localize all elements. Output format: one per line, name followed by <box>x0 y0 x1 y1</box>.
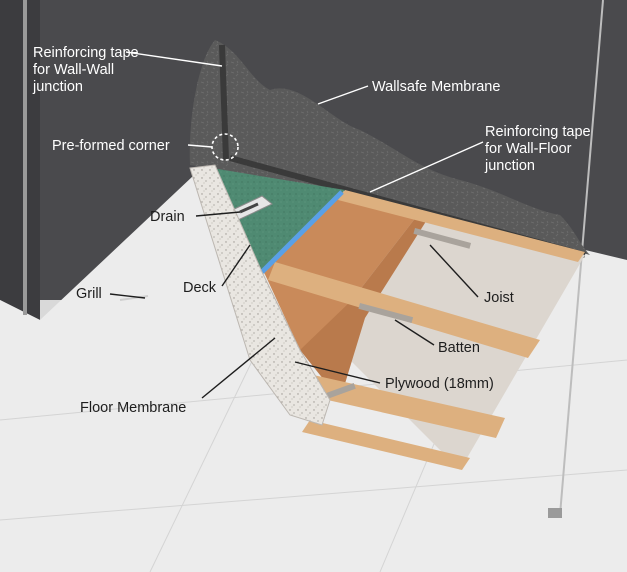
floor-membrane <box>189 164 331 426</box>
batten-1 <box>413 228 472 249</box>
joist-4 <box>302 420 470 470</box>
leader-plywood <box>294 361 381 384</box>
label-grill: Grill <box>76 286 102 302</box>
label-reinforcing-wall-wall: Reinforcing tape for Wall-Wall junction <box>32 45 143 95</box>
deck <box>212 168 345 272</box>
leader-batten <box>394 319 435 346</box>
label-preformed-corner: Pre-formed corner <box>52 138 170 154</box>
label-reinforcing-wall-floor: Reinforcing tape for Wall-Floor junction <box>484 124 595 174</box>
wallsafe-membrane <box>189 40 591 255</box>
wall-wall-tape <box>219 44 229 161</box>
leader-wallsafe <box>317 85 369 105</box>
leader-preformed <box>187 144 213 148</box>
label-floor-membrane: Floor Membrane <box>80 400 186 416</box>
leader-wall-wall <box>125 51 223 67</box>
joist-2 <box>268 262 540 358</box>
leader-grill <box>109 293 146 299</box>
drain-slot <box>239 202 259 214</box>
leader-drain <box>195 211 241 217</box>
glass-foot <box>548 508 562 518</box>
left-wall <box>0 0 40 320</box>
leader-deck <box>221 244 251 287</box>
leader-joist <box>429 244 479 298</box>
grill <box>119 295 149 301</box>
leader-wall-floor <box>369 141 484 193</box>
batten-2 <box>358 303 414 324</box>
label-deck: Deck <box>183 280 217 296</box>
label-plywood: Plywood (18mm) <box>385 376 494 392</box>
label-batten: Batten <box>438 340 480 356</box>
leader-floor-membrane <box>201 337 276 399</box>
label-joist: Joist <box>484 290 514 306</box>
label-drain: Drain <box>150 209 185 225</box>
joist-1 <box>338 190 585 262</box>
label-wallsafe-membrane: Wallsafe Membrane <box>372 79 500 95</box>
deck-edge-tape <box>260 190 344 274</box>
